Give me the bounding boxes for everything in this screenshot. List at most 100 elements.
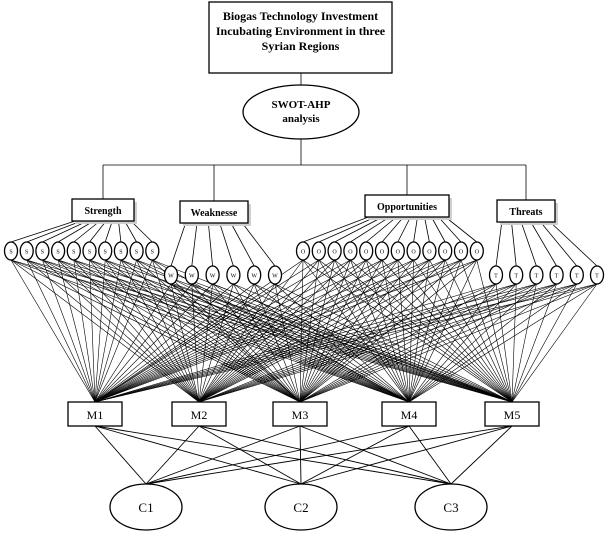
- factor-ellipse: [50, 241, 66, 261]
- measure-m1: M1: [67, 401, 123, 427]
- edge-measure-criterion: [94, 425, 452, 485]
- factor-label: W: [189, 274, 195, 280]
- factor-ellipse: [35, 241, 50, 261]
- edge-measure-criterion: [145, 425, 301, 485]
- edge-factor-measure: [57, 259, 301, 403]
- factor-s-1: S: [3, 241, 19, 261]
- factor-ellipse: [145, 241, 160, 261]
- edge-factor-measure: [10, 259, 200, 403]
- factor-o-10: O: [438, 241, 453, 261]
- edge-factor-measure: [198, 259, 477, 403]
- factor-ellipse: [453, 241, 469, 261]
- category-opportunities: Opportunities: [364, 194, 452, 220]
- factor-label: W: [231, 274, 237, 280]
- criterion-label: C1: [138, 500, 153, 515]
- factor-label: W: [251, 274, 257, 280]
- factor-w-3: W: [205, 265, 220, 285]
- edge-measure-criterion: [145, 425, 200, 485]
- factor-o-2: O: [311, 241, 326, 261]
- connector-weakness-factor: [219, 222, 234, 267]
- edge-factor-measure: [299, 259, 414, 403]
- factor-ellipse: [390, 241, 405, 261]
- edge-factor-measure: [94, 259, 477, 403]
- factor-s-9: S: [129, 241, 144, 261]
- factor-o-8: O: [406, 241, 421, 261]
- edge-factor-measure: [476, 259, 513, 403]
- connector-opportunities-factor: [350, 216, 390, 243]
- connector-threats-factor: [495, 221, 503, 267]
- edge-factor-measure: [253, 283, 301, 403]
- factor-label: O: [475, 250, 480, 256]
- factor-label: W: [168, 274, 174, 280]
- factor-label: T: [595, 274, 599, 280]
- factor-label: O: [411, 250, 416, 256]
- edge-measure-criterion: [450, 425, 513, 485]
- factor-o-5: O: [359, 241, 374, 261]
- measure-m2: M2: [171, 401, 227, 427]
- edge-measure-criterion: [300, 425, 513, 485]
- connector-strength-factor: [26, 220, 82, 243]
- connector-strength-factor: [42, 220, 88, 243]
- connector-threats-factor: [520, 221, 537, 267]
- edge-measure-criterion: [94, 425, 302, 485]
- connector-strength-factor: [73, 220, 101, 243]
- factor-s-3: S: [35, 241, 50, 261]
- factor-label: S: [119, 250, 122, 256]
- factor-s-10: S: [145, 241, 160, 261]
- edge-factor-measure: [460, 259, 513, 403]
- criterion-ellipse: [414, 483, 488, 531]
- measure-m4: M4: [381, 401, 437, 427]
- edge-factor-measure: [274, 283, 410, 403]
- edge-factor-measure: [94, 283, 537, 403]
- category-box: [496, 199, 556, 223]
- edge-factor-measure: [152, 259, 410, 403]
- factor-label: W: [272, 274, 278, 280]
- edge-factor-measure: [10, 259, 96, 403]
- edge-factor-measure: [89, 259, 96, 403]
- measure-box: [67, 401, 123, 427]
- factor-ellipse: [82, 241, 97, 261]
- edge-factor-measure: [191, 283, 301, 403]
- factor-ellipse: [66, 241, 81, 261]
- factor-ellipse: [569, 265, 584, 285]
- category-threats: Threats: [496, 199, 558, 225]
- edge-measure-criterion: [300, 425, 410, 485]
- factor-label: O: [380, 250, 385, 256]
- factor-ellipse: [327, 241, 342, 261]
- factor-o-7: O: [390, 241, 405, 261]
- edge-factor-measure: [302, 259, 513, 403]
- factor-label: O: [348, 250, 353, 256]
- factor-label: S: [88, 250, 91, 256]
- category-box: [179, 200, 249, 224]
- connector-opportunities-factor: [438, 216, 462, 243]
- factor-ellipse: [438, 241, 453, 261]
- criterion-c3: C3: [414, 483, 488, 531]
- connector-weakness-factor: [207, 222, 213, 267]
- factor-label: O: [301, 250, 306, 256]
- factor-label: S: [72, 250, 75, 256]
- method-ellipse: [242, 84, 360, 140]
- connector-strength-factor: [104, 220, 113, 243]
- factor-o-9: O: [422, 241, 437, 261]
- edge-factor-measure: [198, 259, 430, 403]
- edge-factor-measure: [73, 259, 513, 403]
- factor-label: S: [56, 250, 59, 256]
- factor-w-6: W: [267, 265, 283, 285]
- factor-ellipse: [549, 265, 564, 285]
- connector-strength-factor: [89, 220, 107, 243]
- edge-factor-measure: [57, 259, 96, 403]
- connector-opportunities-factor: [365, 216, 397, 243]
- edge-factor-measure: [198, 259, 304, 403]
- connector-opportunities-factor: [431, 216, 446, 243]
- edge-factor-measure: [94, 259, 106, 403]
- factor-s-4: S: [50, 241, 66, 261]
- factor-ellipse: [343, 241, 358, 261]
- criterion-c2: C2: [264, 483, 338, 531]
- connector-opportunities-factor: [397, 216, 411, 243]
- edge-factor-measure: [94, 259, 153, 403]
- edge-factor-measure: [94, 283, 172, 403]
